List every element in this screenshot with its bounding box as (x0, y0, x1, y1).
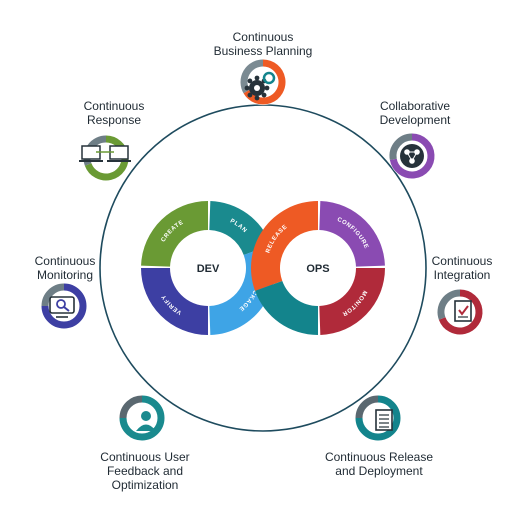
segment-plan (209, 201, 271, 256)
user-icon (136, 411, 156, 431)
node-business-planning (240, 59, 286, 105)
label-business-planning: Continuous Business Planning (213, 30, 313, 58)
segment-create (141, 201, 208, 267)
segment-release (251, 201, 318, 291)
node-collaborative-development (389, 133, 435, 179)
label-collaborative-development: Collaborative Development (379, 99, 451, 127)
checklist-icon (454, 300, 472, 322)
gear-icon (244, 71, 276, 101)
document-icon (375, 409, 393, 431)
label-continuous-feedback: Continuous User Feedback and Optimizatio… (100, 450, 190, 492)
node-continuous-monitoring (41, 283, 87, 329)
label-continuous-integration: Continuous Integration (431, 254, 493, 282)
label-continuous-release: Continuous Release and Deployment (324, 450, 434, 478)
node-continuous-integration (437, 289, 483, 335)
node-continuous-response (79, 135, 131, 181)
people-network-icon (400, 144, 424, 168)
node-continuous-release (355, 395, 401, 441)
segment-verify (141, 268, 208, 335)
segment-teal (255, 280, 318, 335)
ops-label: OPS (306, 263, 329, 275)
segment-monitor (319, 268, 385, 335)
segment-configure (319, 201, 385, 267)
node-continuous-feedback (119, 395, 165, 441)
dev-label: DEV (197, 263, 220, 275)
monitor-magnifier-icon (49, 296, 75, 318)
laptops-exchange-icon (79, 145, 131, 162)
label-continuous-response: Continuous Response (83, 99, 145, 127)
label-continuous-monitoring: Continuous Monitoring (34, 254, 96, 282)
